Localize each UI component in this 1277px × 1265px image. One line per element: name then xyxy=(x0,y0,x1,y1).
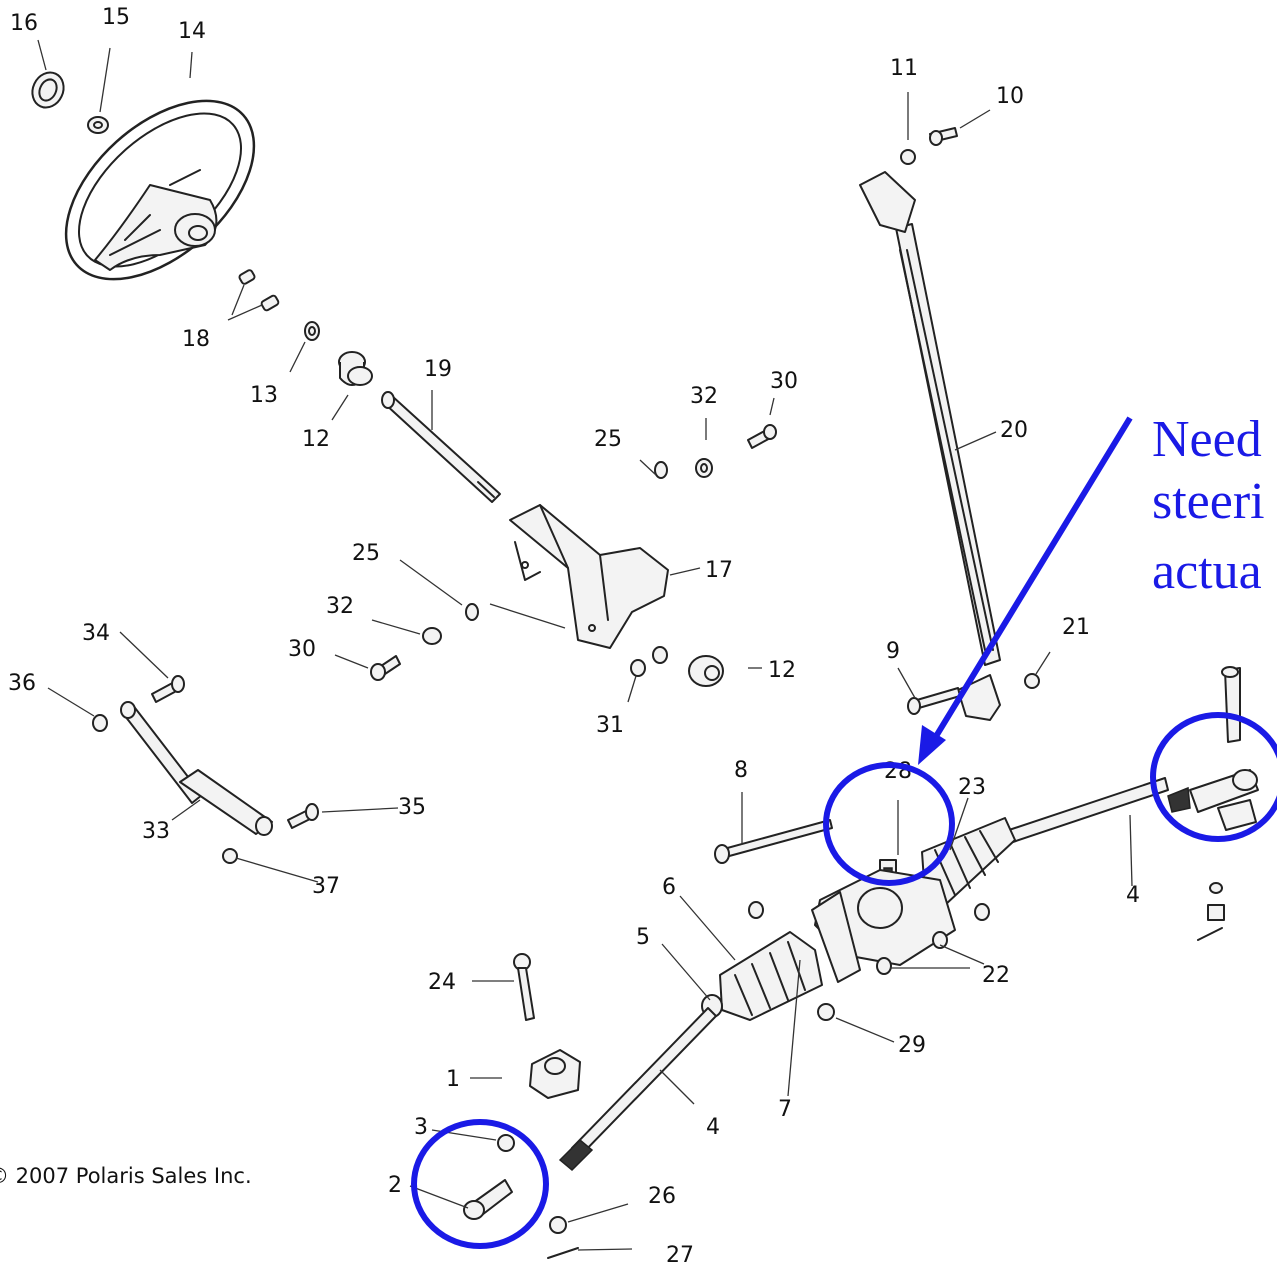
label-7: 7 xyxy=(778,1097,792,1122)
label-24: 24 xyxy=(428,970,456,995)
highlight-circle-right-tie-rod xyxy=(1150,712,1277,842)
annotation-line-3: actua xyxy=(1152,543,1262,600)
label-32-lower: 32 xyxy=(326,594,354,619)
part-2-tie-rod-end xyxy=(463,1179,513,1220)
label-18: 18 xyxy=(182,327,210,352)
label-5: 5 xyxy=(636,925,650,950)
part-30-bolt xyxy=(747,424,777,449)
part-14-steering-wheel xyxy=(64,99,256,281)
highlight-circle-left-tie-rod xyxy=(411,1119,549,1249)
part-13-washer xyxy=(304,321,320,341)
part-17-bracket xyxy=(509,504,669,649)
label-4-left: 4 xyxy=(706,1115,720,1140)
label-16: 16 xyxy=(10,11,38,36)
label-29: 29 xyxy=(898,1033,926,1058)
label-30: 30 xyxy=(770,369,798,394)
part-31-nuts xyxy=(630,646,668,677)
part-34-bolt xyxy=(151,675,185,703)
label-30-lower: 30 xyxy=(288,637,316,662)
part-33-damper xyxy=(120,701,273,836)
label-14: 14 xyxy=(178,19,206,44)
label-25-lower: 25 xyxy=(352,541,380,566)
label-2: 2 xyxy=(388,1173,402,1198)
part-10-bolt xyxy=(929,127,958,146)
part-19-shaft xyxy=(381,391,501,503)
leader-lines xyxy=(37,39,1133,1251)
part-3-nut xyxy=(497,1134,515,1152)
copyright-text: © 2007 Polaris Sales Inc. xyxy=(0,1164,252,1188)
part-16-cap xyxy=(31,71,65,109)
part-11-washer xyxy=(900,149,916,165)
label-19: 19 xyxy=(424,357,452,382)
part-21-nut xyxy=(1024,673,1040,689)
part-18-keys xyxy=(238,269,280,312)
label-6: 6 xyxy=(662,875,676,900)
label-10: 10 xyxy=(996,84,1024,109)
part-24-bolt xyxy=(513,953,535,1021)
label-26: 26 xyxy=(648,1184,676,1209)
part-8-long-bolt xyxy=(714,819,833,864)
label-35: 35 xyxy=(398,795,426,820)
part-right-tie-rod-end xyxy=(1189,666,1259,941)
part-32-nut-lower xyxy=(422,627,442,645)
label-37: 37 xyxy=(312,874,340,899)
part-20-steering-column xyxy=(859,171,1001,721)
label-17: 17 xyxy=(705,558,733,583)
part-22-nuts xyxy=(748,901,990,975)
highlight-circle-actuator xyxy=(823,762,955,886)
part-12-bushing xyxy=(338,351,373,386)
part-32-nut xyxy=(695,458,713,478)
label-3: 3 xyxy=(414,1115,428,1140)
label-8: 8 xyxy=(734,758,748,783)
label-11: 11 xyxy=(890,56,918,81)
part-25-washer-lower xyxy=(465,603,479,621)
part-30-bolt-lower xyxy=(370,655,401,681)
part-9-bolt xyxy=(907,687,961,715)
label-22: 22 xyxy=(982,963,1010,988)
label-31: 31 xyxy=(596,713,624,738)
part-37-nut xyxy=(222,848,238,864)
label-36: 36 xyxy=(8,671,36,696)
label-23: 23 xyxy=(958,775,986,800)
label-4-right: 4 xyxy=(1126,883,1140,908)
label-20: 20 xyxy=(1000,418,1028,443)
part-35-bolt xyxy=(287,803,319,829)
label-12: 12 xyxy=(302,427,330,452)
label-25: 25 xyxy=(594,427,622,452)
part-12-bushing-lower xyxy=(688,655,724,687)
part-27-pin xyxy=(547,1247,579,1259)
part-36-nut xyxy=(92,714,108,732)
part-steering-rack xyxy=(558,777,1191,1172)
label-9: 9 xyxy=(886,639,900,664)
label-34: 34 xyxy=(82,621,110,646)
part-15-nut xyxy=(87,116,109,134)
label-13: 13 xyxy=(250,383,278,408)
annotation-arrow xyxy=(918,416,1133,765)
part-25-washer xyxy=(654,461,668,479)
label-1: 1 xyxy=(446,1067,460,1092)
label-21: 21 xyxy=(1062,615,1090,640)
label-33: 33 xyxy=(142,819,170,844)
label-15: 15 xyxy=(102,5,130,30)
part-26-nut xyxy=(549,1216,567,1234)
part-1-clamp xyxy=(529,1049,581,1099)
part-number-labels: 16 15 14 11 10 18 13 12 19 32 30 25 20 1… xyxy=(8,5,1140,1265)
label-27: 27 xyxy=(666,1243,694,1265)
part-29-bolt xyxy=(817,1003,835,1021)
annotation-line-1: Need xyxy=(1152,411,1262,468)
label-32: 32 xyxy=(690,384,718,409)
label-12-lower: 12 xyxy=(768,658,796,683)
annotation-line-2: steeri xyxy=(1152,473,1265,530)
